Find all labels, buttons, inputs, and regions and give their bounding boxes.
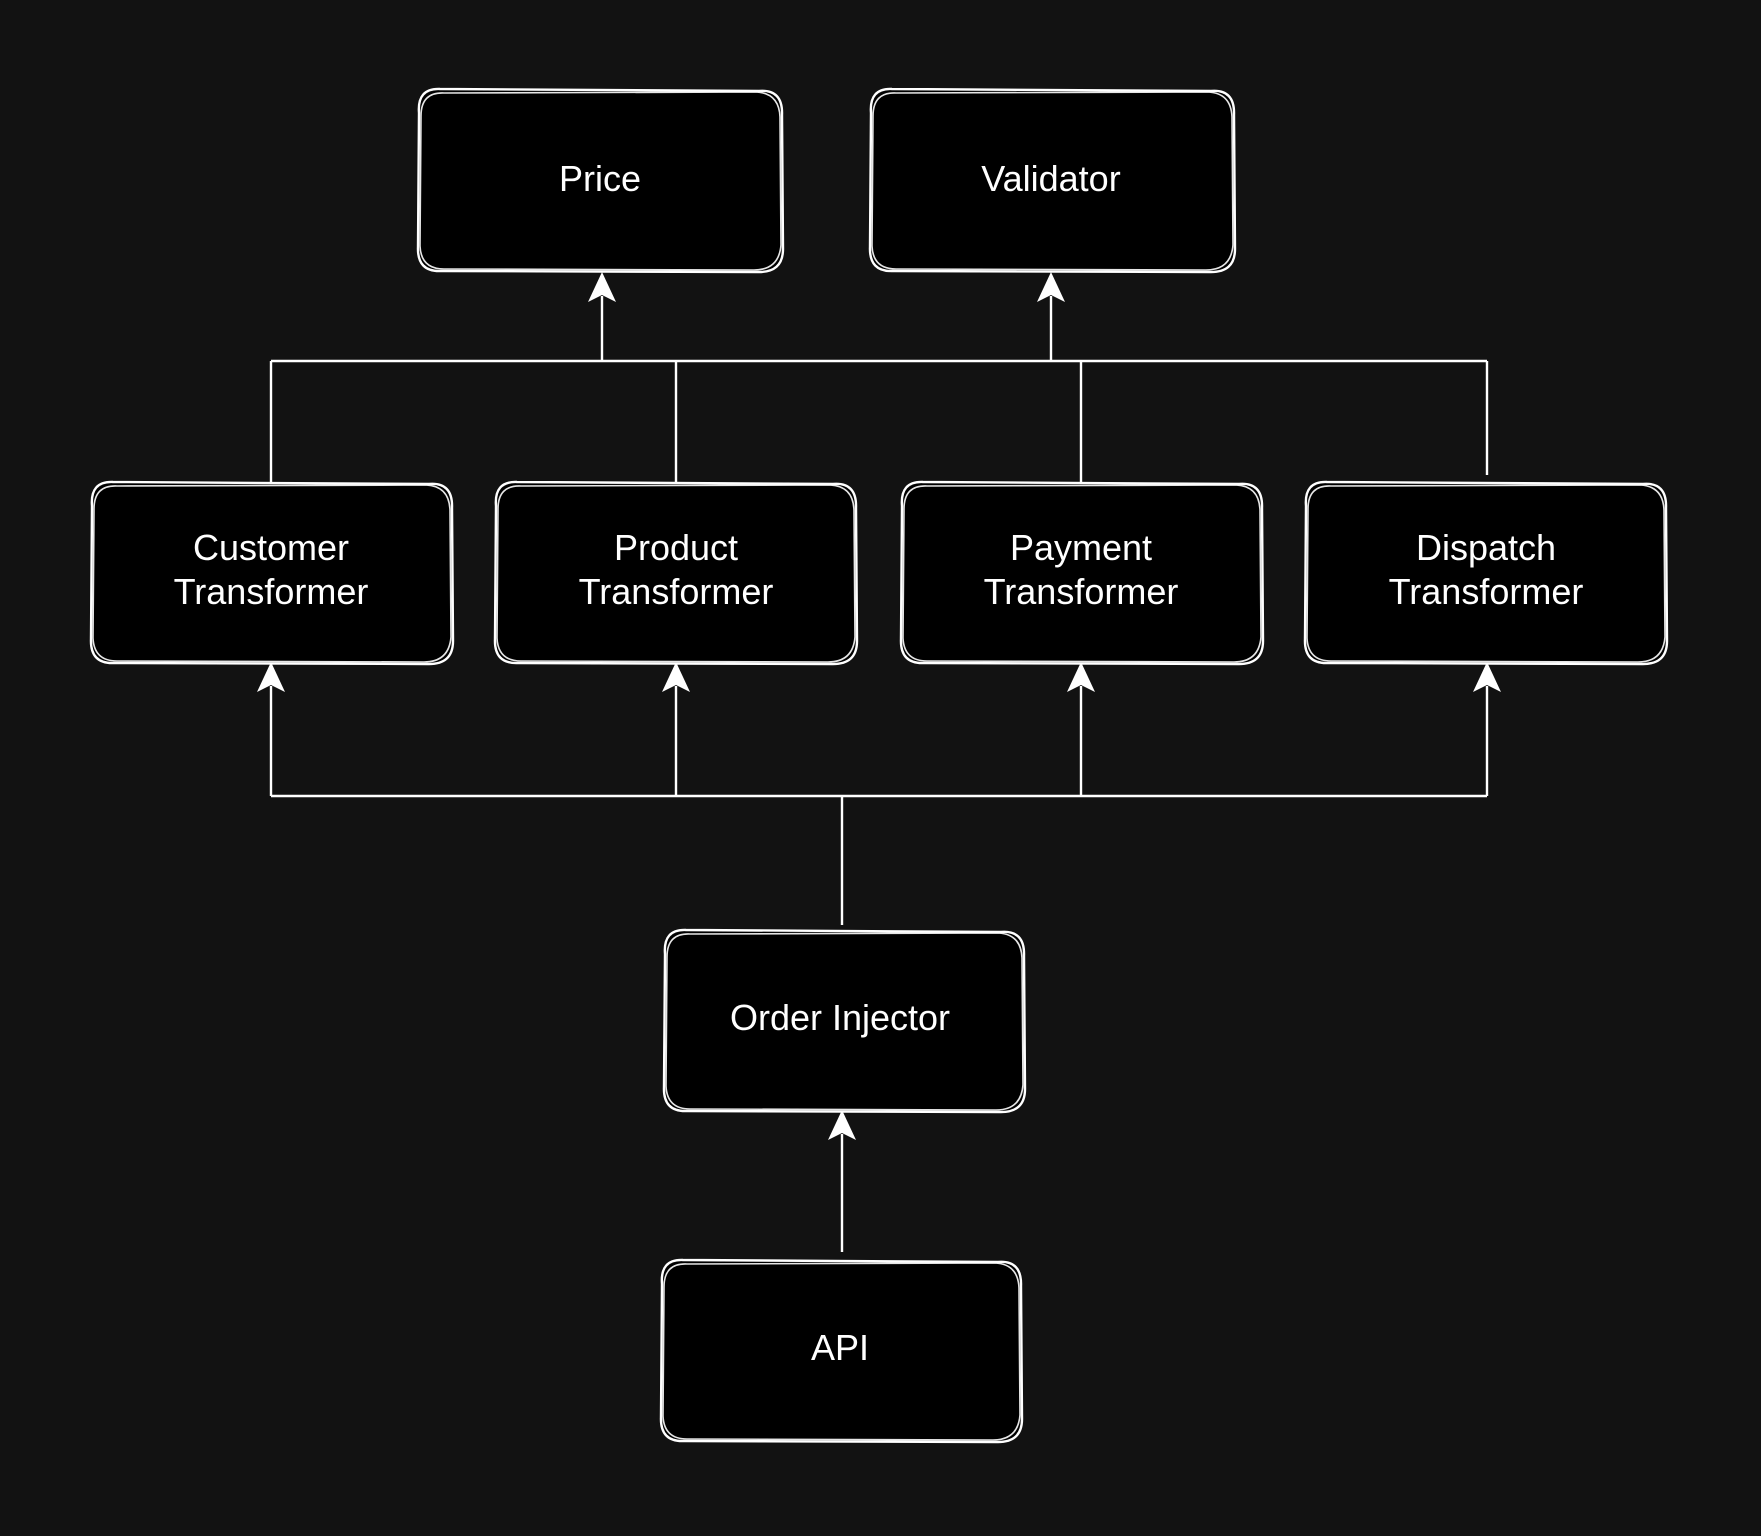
node-customer-transformer: Customer Transformer <box>89 480 455 666</box>
arrowhead-customer-transformer <box>257 662 285 692</box>
connectors <box>257 272 1501 1252</box>
node-label-validator: Validator <box>981 158 1120 199</box>
node-dispatch-transformer: Dispatch Transformer <box>1303 480 1669 666</box>
node-validator: Validator <box>868 87 1237 274</box>
node-label-api: API <box>811 1327 869 1368</box>
node-label-customer-transformer-line2: Transformer <box>174 571 369 612</box>
node-label-product-transformer-line2: Transformer <box>579 571 774 612</box>
node-price: Price <box>416 87 785 274</box>
node-label-payment-transformer-line2: Transformer <box>984 571 1179 612</box>
node-label-dispatch-transformer: Dispatch <box>1416 527 1556 568</box>
arrowhead-validator <box>1037 272 1065 302</box>
node-api: API <box>659 1258 1024 1444</box>
node-order-injector: Order Injector <box>662 928 1027 1114</box>
node-label-payment-transformer: Payment <box>1010 527 1152 568</box>
node-payment-transformer: Payment Transformer <box>899 480 1265 666</box>
node-product-transformer: Product Transformer <box>493 480 859 666</box>
arrowhead-payment-transformer <box>1067 662 1095 692</box>
arrowhead-order-injector <box>828 1110 856 1140</box>
node-label-dispatch-transformer-line2: Transformer <box>1389 571 1584 612</box>
node-label-price: Price <box>559 158 641 199</box>
node-label-customer-transformer: Customer <box>193 527 349 568</box>
arrowhead-dispatch-transformer <box>1473 662 1501 692</box>
arrowhead-price <box>588 272 616 302</box>
node-label-order-injector: Order Injector <box>730 997 950 1038</box>
node-label-product-transformer: Product <box>614 527 738 568</box>
arrowhead-product-transformer <box>662 662 690 692</box>
